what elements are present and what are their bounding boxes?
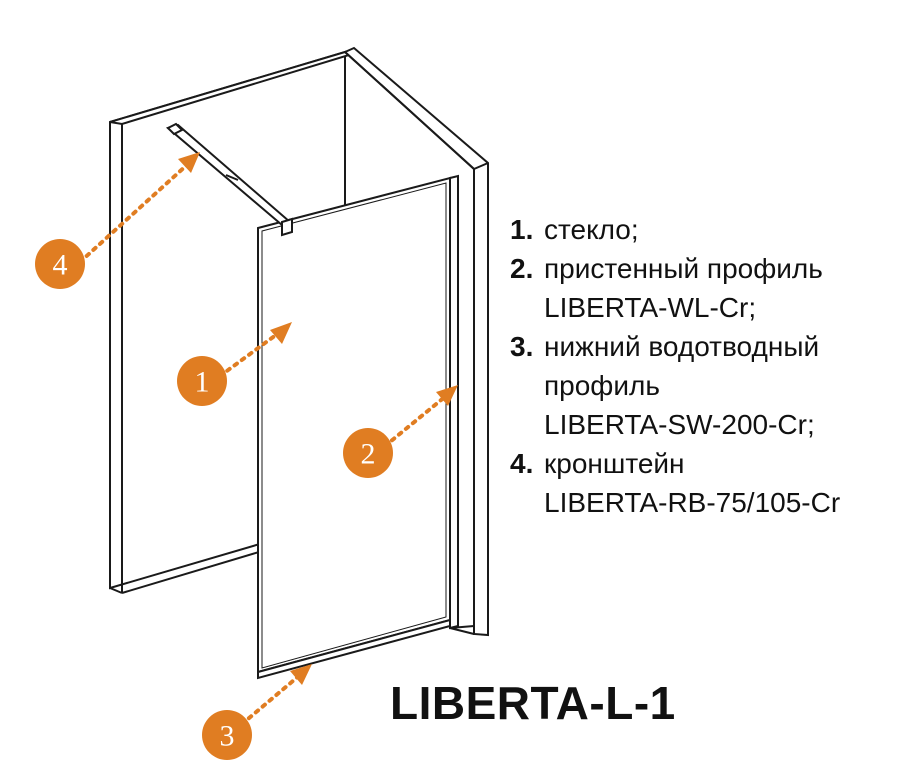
legend-item-number: 4. <box>510 448 534 479</box>
side-wall <box>343 46 489 637</box>
legend-item-1: 1. стекло; <box>510 210 910 249</box>
arrow-head-2 <box>436 385 458 406</box>
parts-legend: 1. стекло; 2. пристенный профиль LIBERTA-W… <box>510 210 910 522</box>
marker-1: 1 <box>177 356 227 406</box>
legend-item-3: 3. нижний водотводный профиль LIBERTA-SW-… <box>510 327 910 444</box>
model-title: LIBERTA-L-1 <box>390 677 676 729</box>
legend-item-text: стекло; <box>544 214 639 245</box>
legend-item-number: 2. <box>510 253 534 284</box>
legend-item-text: LIBERTA-RB-75/105-Cr <box>544 487 841 518</box>
legend-item-number: 1. <box>510 214 534 245</box>
wall-profile <box>449 174 459 630</box>
legend-item-2: 2. пристенный профиль LIBERTA-WL-Cr; <box>510 249 910 327</box>
legend-item-text: LIBERTA-WL-Cr; <box>544 292 757 323</box>
arrow-head-3 <box>290 664 312 685</box>
bracket <box>165 122 293 237</box>
marker-2: 2 <box>343 428 393 478</box>
legend-item-text: кронштейн <box>544 448 685 479</box>
marker-4: 4 <box>35 239 85 289</box>
marker-3-label: 3 <box>220 720 235 753</box>
marker-4-label: 4 <box>53 249 68 282</box>
marker-1-label: 1 <box>195 366 210 399</box>
pointer-arrows <box>78 162 448 726</box>
arrow-heads <box>178 152 458 685</box>
marker-2-label: 2 <box>361 438 376 471</box>
bottom-profile <box>257 618 451 680</box>
glass-panel <box>257 176 451 674</box>
legend-item-text: LIBERTA-SW-200-Cr; <box>544 409 815 440</box>
legend-item-4: 4. кронштейн LIBERTA-RB-75/105-Cr <box>510 444 910 522</box>
legend-item-text: пристенный профиль <box>544 253 823 284</box>
legend-item-text: нижний водотводный <box>544 331 820 362</box>
legend-item-number: 3. <box>510 331 534 362</box>
arrow-head-4 <box>178 152 200 173</box>
arrow-head-1 <box>270 322 292 344</box>
marker-3: 3 <box>202 710 252 760</box>
legend-item-text: профиль <box>544 370 660 401</box>
